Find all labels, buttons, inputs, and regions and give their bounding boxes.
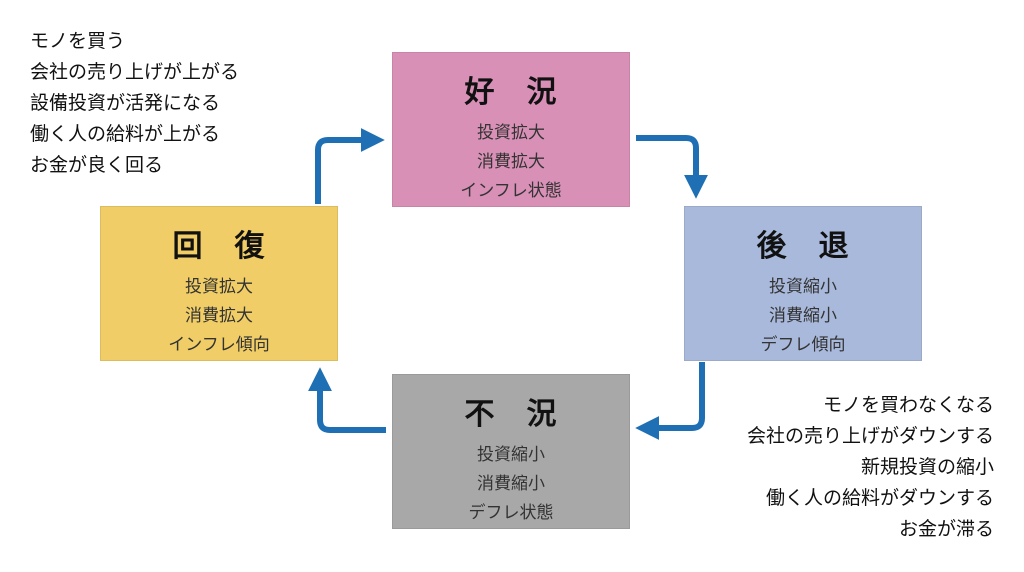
- box-line: 消費拡大: [185, 306, 253, 326]
- box-line: 消費縮小: [769, 306, 837, 326]
- box-line: デフレ傾向: [760, 335, 846, 355]
- note-line: お金が滞る: [898, 518, 994, 540]
- box-line: 消費縮小: [477, 474, 545, 494]
- arrow-recovery-to-boom: [315, 128, 385, 204]
- arrow-recession-to-depression: [635, 362, 705, 440]
- arrow-depression-to-recovery: [308, 367, 386, 433]
- arrow-boom-to-recession: [636, 135, 708, 199]
- note-line: お金が良く回る: [30, 154, 164, 176]
- box-recovery: 回 復 投資拡大 消費拡大 インフレ傾向: [100, 206, 338, 361]
- note-line: 働く人の給料が上がる: [30, 123, 221, 145]
- note-line: 働く人の給料がダウンする: [765, 487, 994, 509]
- note-line: 会社の売り上げがダウンする: [746, 425, 994, 447]
- note-line: モノを買う: [30, 30, 126, 52]
- note-recession-effects: モノを買わなくなる 会社の売り上げがダウンする 新規投資の縮小 働く人の給料がダ…: [747, 390, 994, 545]
- box-line: 投資拡大: [477, 123, 545, 143]
- box-depression: 不 況 投資縮小 消費縮小 デフレ状態: [392, 374, 630, 529]
- box-title: 回 復: [172, 229, 266, 264]
- box-line: 消費拡大: [477, 152, 545, 172]
- note-line: 会社の売り上げが上がる: [30, 61, 240, 83]
- box-line: 投資縮小: [477, 445, 545, 465]
- box-line: インフレ傾向: [168, 335, 270, 355]
- box-line: デフレ状態: [468, 503, 554, 523]
- box-title: 不 況: [464, 397, 558, 432]
- box-title: 後 退: [756, 229, 850, 264]
- note-line: モノを買わなくなる: [822, 394, 994, 416]
- box-line: 投資拡大: [185, 277, 253, 297]
- note-boom-effects: モノを買う 会社の売り上げが上がる 設備投資が活発になる 働く人の給料が上がる …: [30, 26, 239, 181]
- note-line: 設備投資が活発になる: [30, 92, 221, 114]
- box-line: インフレ状態: [460, 181, 562, 201]
- box-recession: 後 退 投資縮小 消費縮小 デフレ傾向: [684, 206, 922, 361]
- box-line: 投資縮小: [769, 277, 837, 297]
- box-title: 好 況: [464, 75, 558, 110]
- box-boom: 好 況 投資拡大 消費拡大 インフレ状態: [392, 52, 630, 207]
- note-line: 新規投資の縮小: [860, 456, 994, 478]
